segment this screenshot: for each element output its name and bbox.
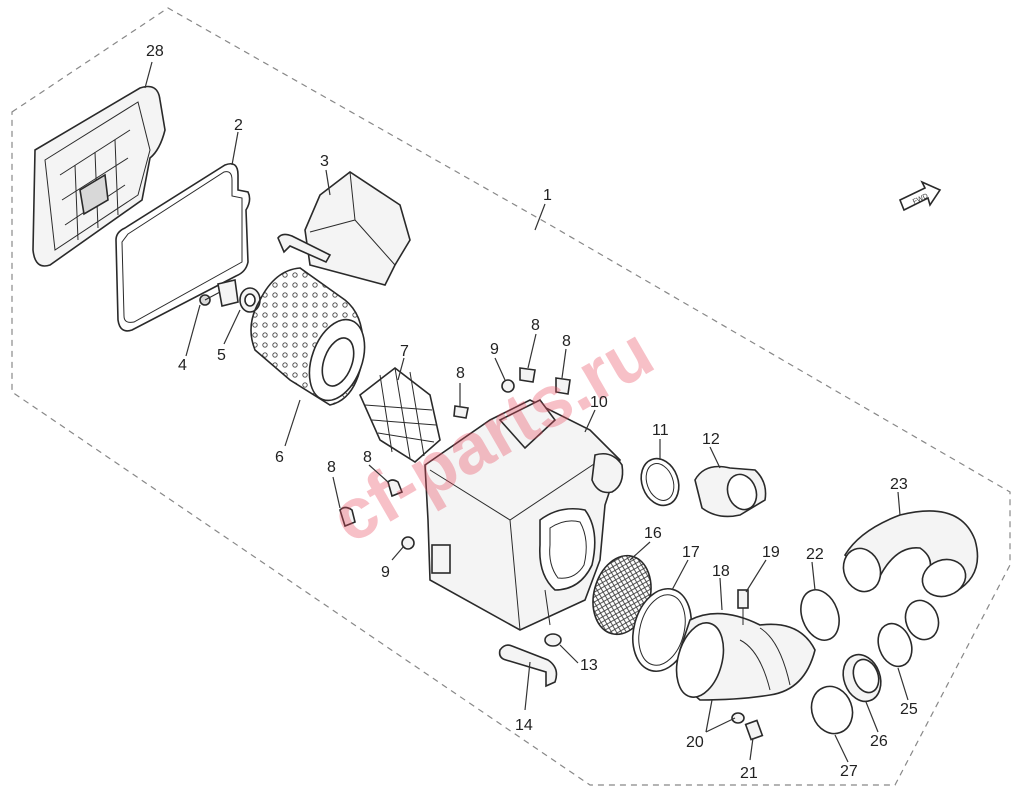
assembly-boundary <box>11 7 1011 786</box>
part-19-valve <box>737 589 749 625</box>
fwd-arrow-badge: FWD <box>898 180 942 212</box>
part-3-bracket <box>277 171 411 286</box>
part-10-airbox-housing <box>424 398 624 631</box>
part-2-gasket <box>115 162 251 332</box>
part-18-intake-duct <box>675 612 816 701</box>
callout-2: 2 <box>234 117 243 134</box>
callout-16: 16 <box>644 525 662 542</box>
callout-1: 1 <box>543 187 552 204</box>
leader-lines <box>144 61 909 763</box>
callout-17: 17 <box>682 544 700 561</box>
part-7-wire-cage <box>359 366 441 463</box>
callout-8-c: 8 <box>562 333 571 350</box>
part-23-elbow-hose <box>842 510 979 598</box>
part-26-coupler <box>842 653 882 703</box>
callout-27: 27 <box>840 763 858 780</box>
part-21-fitting <box>744 719 764 741</box>
part-5-wing-nut <box>217 279 261 313</box>
part-20-washer <box>731 712 745 724</box>
callout-6: 6 <box>275 449 284 466</box>
callout-12: 12 <box>702 431 720 448</box>
callout-18: 18 <box>712 563 730 580</box>
callout-7: 7 <box>400 343 409 360</box>
callout-11: 11 <box>652 422 669 439</box>
callout-8-b: 8 <box>531 317 540 334</box>
callout-8-e: 8 <box>363 449 372 466</box>
callout-8-d: 8 <box>327 459 336 476</box>
callout-20: 20 <box>686 734 704 751</box>
part-28-cover-plate <box>32 85 166 267</box>
callout-23: 23 <box>890 476 908 493</box>
callout-3: 3 <box>320 153 329 170</box>
part-25-clamp-b <box>877 622 913 668</box>
callout-8-a: 8 <box>456 365 465 382</box>
callout-9-b: 9 <box>381 564 390 581</box>
callout-19: 19 <box>762 544 780 561</box>
callout-28: 28 <box>146 43 164 60</box>
callout-14: 14 <box>515 717 533 734</box>
callout-10: 10 <box>590 394 608 411</box>
part-11-clamp <box>640 457 680 507</box>
callout-9-a: 9 <box>490 341 499 358</box>
callout-25: 25 <box>900 701 918 718</box>
part-27-clamp <box>810 685 854 735</box>
part-4-screw <box>199 291 221 306</box>
callout-22: 22 <box>806 546 824 563</box>
part-22-clamp <box>800 589 840 641</box>
callout-5: 5 <box>217 347 226 364</box>
part-13-clip <box>544 633 562 647</box>
part-9-grommets <box>401 379 515 550</box>
part-6-filter-element <box>250 267 366 406</box>
part-14-drain-tube <box>498 644 558 688</box>
callout-13: 13 <box>580 657 598 674</box>
callout-4: 4 <box>178 357 187 374</box>
part-25-clamp <box>904 599 940 641</box>
callout-21: 21 <box>740 765 758 782</box>
part-12-boot <box>694 465 767 518</box>
callout-26: 26 <box>870 733 888 750</box>
part-8-clips <box>339 367 571 528</box>
callout-labels: 28 2 3 1 4 5 6 7 8 9 8 8 10 8 8 9 11 12 … <box>146 43 918 782</box>
